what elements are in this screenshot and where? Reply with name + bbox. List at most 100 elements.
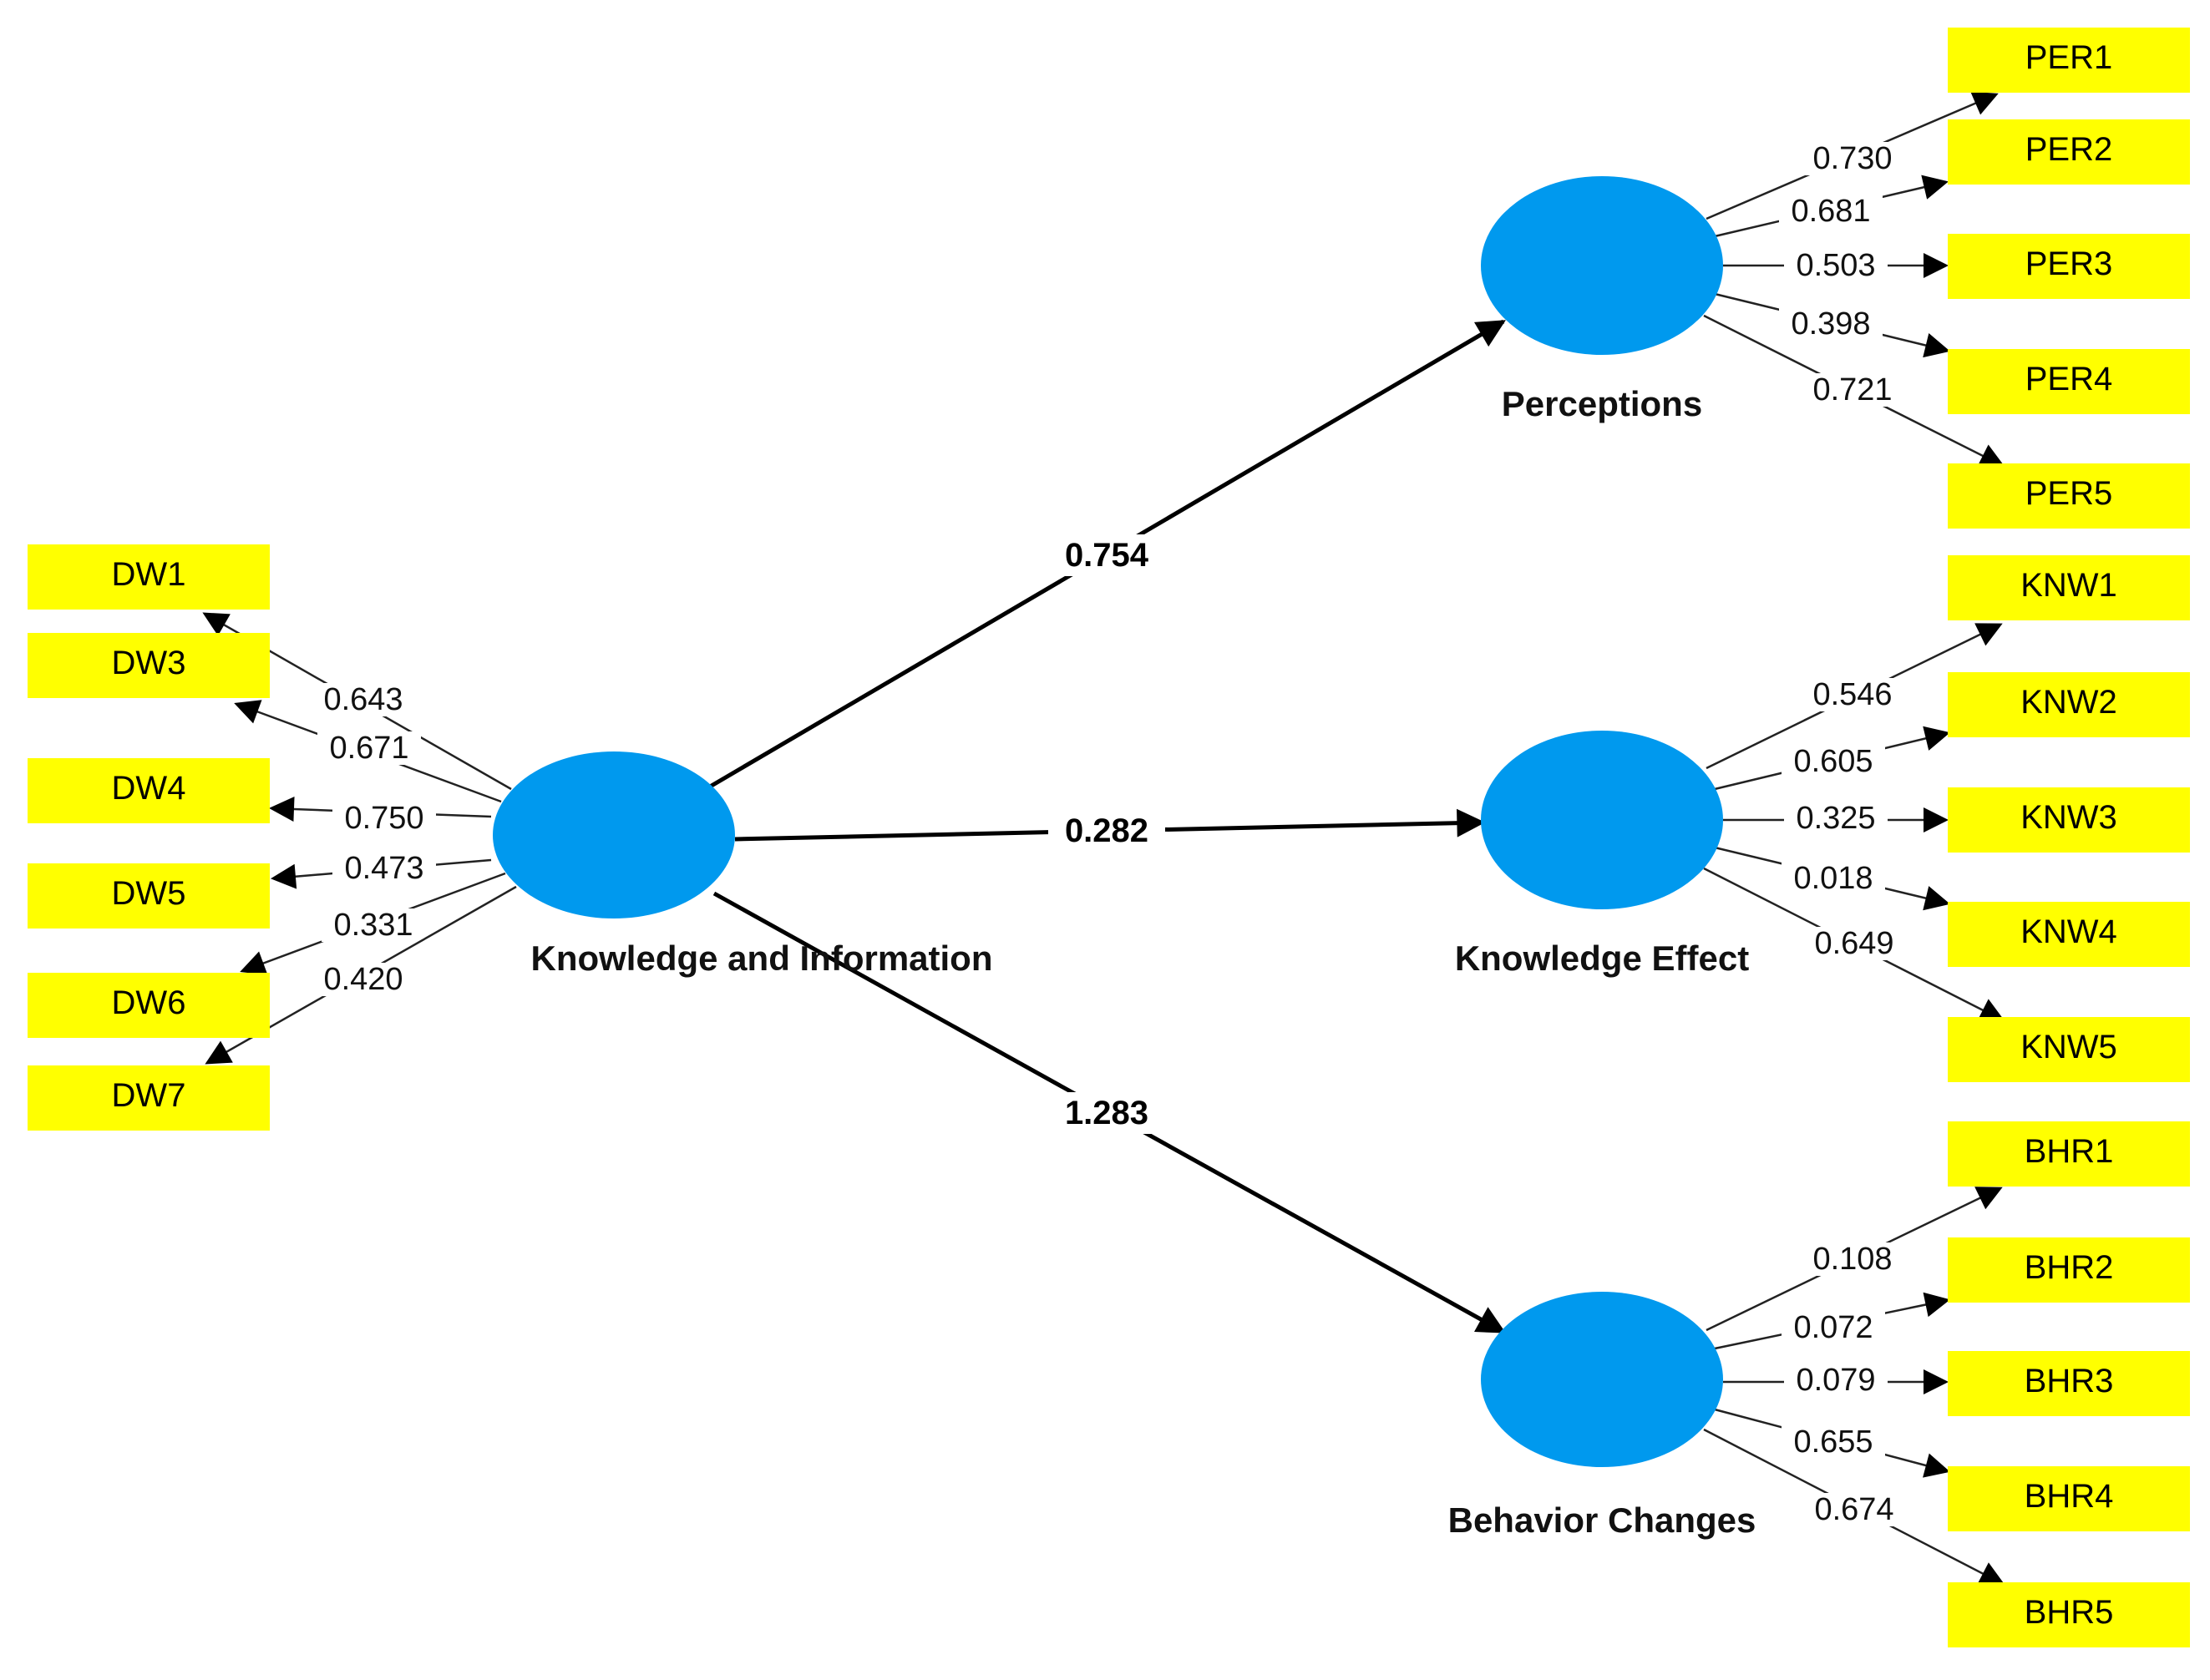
- loading-value-bhr-bhr3: 0.079: [1796, 1363, 1875, 1398]
- loading-value-knw-knw2: 0.605: [1793, 744, 1873, 779]
- indicator-box-bhr-bhr3: [1948, 1351, 2190, 1416]
- indicator-label-bhr-bhr5: BHR5: [2025, 1594, 2114, 1631]
- construct-behavior-changes[interactable]: Behavior Changes: [1448, 1292, 1756, 1540]
- indicator-per-per1[interactable]: PER1: [1948, 28, 2190, 93]
- indicator-box-dw-dw6: [28, 973, 270, 1038]
- indicator-label-dw-dw4: DW4: [112, 770, 186, 807]
- indicator-box-knw-knw4: [1948, 902, 2190, 967]
- construct-label-knowledge-effect: Knowledge Effect: [1455, 939, 1749, 978]
- indicator-box-knw-knw1: [1948, 555, 2190, 620]
- indicator-label-dw-dw3: DW3: [112, 645, 186, 681]
- indicator-label-per-per5: PER5: [2025, 475, 2113, 512]
- loading-value-knw-knw3: 0.325: [1796, 801, 1875, 836]
- loading-value-dw-dw4: 0.750: [344, 801, 423, 836]
- indicator-bhr-bhr1[interactable]: BHR1: [1948, 1121, 2190, 1187]
- indicator-box-bhr-bhr2: [1948, 1237, 2190, 1303]
- indicator-bhr-bhr2[interactable]: BHR2: [1948, 1237, 2190, 1303]
- indicator-knw-knw2[interactable]: KNW2: [1948, 672, 2190, 737]
- loading-value-bhr-bhr4: 0.655: [1793, 1424, 1873, 1460]
- loading-value-per-per2: 0.681: [1791, 194, 1870, 229]
- indicator-bhr-bhr5[interactable]: BHR5: [1948, 1582, 2190, 1647]
- indicator-label-knw-knw2: KNW2: [2020, 684, 2117, 721]
- indicator-box-per-per4: [1948, 349, 2190, 414]
- loading-value-per-per1: 0.730: [1812, 141, 1892, 176]
- indicator-per-per2[interactable]: PER2: [1948, 119, 2190, 185]
- indicator-dw-dw3[interactable]: DW3: [28, 633, 270, 698]
- indicator-dw-dw7[interactable]: DW7: [28, 1065, 270, 1131]
- indicator-box-knw-knw2: [1948, 672, 2190, 737]
- indicator-box-bhr-bhr4: [1948, 1466, 2190, 1531]
- indicator-knw-knw5[interactable]: KNW5: [1948, 1017, 2190, 1082]
- loading-label-bg-per-per3: [1784, 249, 1888, 282]
- indicator-label-dw-dw1: DW1: [112, 556, 186, 593]
- indicator-box-per-per1: [1948, 28, 2190, 93]
- indicator-dw-dw6[interactable]: DW6: [28, 973, 270, 1038]
- loading-label-bg-dw-dw5: [332, 852, 436, 885]
- indicator-box-dw-dw4: [28, 758, 270, 823]
- loading-value-bhr-bhr5: 0.674: [1814, 1492, 1893, 1527]
- indicator-box-bhr-bhr1: [1948, 1121, 2190, 1187]
- indicator-label-knw-knw3: KNW3: [2020, 799, 2117, 836]
- loading-label-bg-per-per2: [1779, 195, 1883, 228]
- loading-label-bg-dw-dw1: [312, 683, 415, 716]
- construct-perceptions[interactable]: Perceptions: [1481, 176, 1723, 423]
- indicator-label-knw-knw5: KNW5: [2020, 1029, 2117, 1065]
- loading-label-bg-knw-knw3: [1784, 802, 1888, 835]
- indicator-label-dw-dw5: DW5: [112, 875, 186, 912]
- indicator-bhr-bhr4[interactable]: BHR4: [1948, 1466, 2190, 1531]
- loading-label-bg-knw-knw5: [1802, 927, 1906, 960]
- indicator-knw-knw4[interactable]: KNW4: [1948, 902, 2190, 967]
- indicator-label-per-per1: PER1: [2025, 39, 2113, 76]
- indicator-label-bhr-bhr4: BHR4: [2025, 1478, 2114, 1515]
- path-label-perceptions: 0.754: [1048, 534, 1165, 576]
- indicator-dw-dw5[interactable]: DW5: [28, 863, 270, 929]
- construct-label-behavior-changes: Behavior Changes: [1448, 1500, 1756, 1540]
- loading-label-bg-bhr-bhr1: [1801, 1242, 1904, 1276]
- loading-value-dw-dw6: 0.331: [333, 908, 413, 943]
- loading-label-bg-bhr-bhr2: [1782, 1311, 1885, 1344]
- indicator-label-per-per2: PER2: [2025, 131, 2113, 168]
- indicator-label-per-per3: PER3: [2025, 245, 2113, 282]
- indicator-label-per-per4: PER4: [2025, 361, 2113, 397]
- indicator-box-per-per2: [1948, 119, 2190, 185]
- indicator-label-bhr-bhr3: BHR3: [2025, 1363, 2114, 1399]
- loading-label-bg-knw-knw2: [1782, 745, 1885, 778]
- indicator-dw-dw1[interactable]: DW1: [28, 544, 270, 610]
- indicator-per-per3[interactable]: PER3: [1948, 234, 2190, 299]
- indicator-label-knw-knw1: KNW1: [2020, 567, 2117, 604]
- indicator-label-dw-dw6: DW6: [112, 984, 186, 1021]
- indicator-label-knw-knw4: KNW4: [2020, 913, 2117, 950]
- indicator-box-knw-knw3: [1948, 787, 2190, 853]
- loading-label-bg-per-per5: [1801, 373, 1904, 407]
- indicator-box-dw-dw3: [28, 633, 270, 698]
- loading-value-bhr-bhr2: 0.072: [1793, 1310, 1873, 1345]
- loading-label-bg-dw-dw4: [332, 802, 436, 835]
- indicator-label-bhr-bhr1: BHR1: [2025, 1133, 2114, 1170]
- construct-label-perceptions: Perceptions: [1502, 384, 1702, 423]
- construct-knowledge-and-information[interactable]: Knowledge and Information: [493, 751, 993, 978]
- loading-value-per-per4: 0.398: [1791, 306, 1870, 342]
- loading-value-per-per5: 0.721: [1812, 372, 1892, 407]
- indicator-box-per-per3: [1948, 234, 2190, 299]
- loading-label-bg-per-per4: [1779, 307, 1883, 341]
- loading-label-bg-bhr-bhr4: [1782, 1425, 1885, 1459]
- indicator-per-per5[interactable]: PER5: [1948, 463, 2190, 529]
- indicator-label-bhr-bhr2: BHR2: [2025, 1249, 2114, 1286]
- loading-value-per-per3: 0.503: [1796, 248, 1875, 283]
- indicator-per-per4[interactable]: PER4: [1948, 349, 2190, 414]
- indicator-box-dw-dw5: [28, 863, 270, 929]
- indicator-dw-dw4[interactable]: DW4: [28, 758, 270, 823]
- indicator-box-per-per5: [1948, 463, 2190, 529]
- indicator-box-knw-knw5: [1948, 1017, 2190, 1082]
- path-label-behavior-changes: 1.283: [1048, 1092, 1165, 1134]
- indicator-knw-knw3[interactable]: KNW3: [1948, 787, 2190, 853]
- loading-value-dw-dw7: 0.420: [323, 962, 403, 997]
- indicator-bhr-bhr3[interactable]: BHR3: [1948, 1351, 2190, 1416]
- construct-knowledge-effect[interactable]: Knowledge Effect: [1455, 731, 1749, 978]
- indicator-knw-knw1[interactable]: KNW1: [1948, 555, 2190, 620]
- indicator-box-dw-dw7: [28, 1065, 270, 1131]
- loading-label-bg-dw-dw7: [312, 963, 415, 996]
- path-coef-perceptions: 0.754: [1065, 537, 1149, 574]
- loading-value-dw-dw5: 0.473: [344, 851, 423, 886]
